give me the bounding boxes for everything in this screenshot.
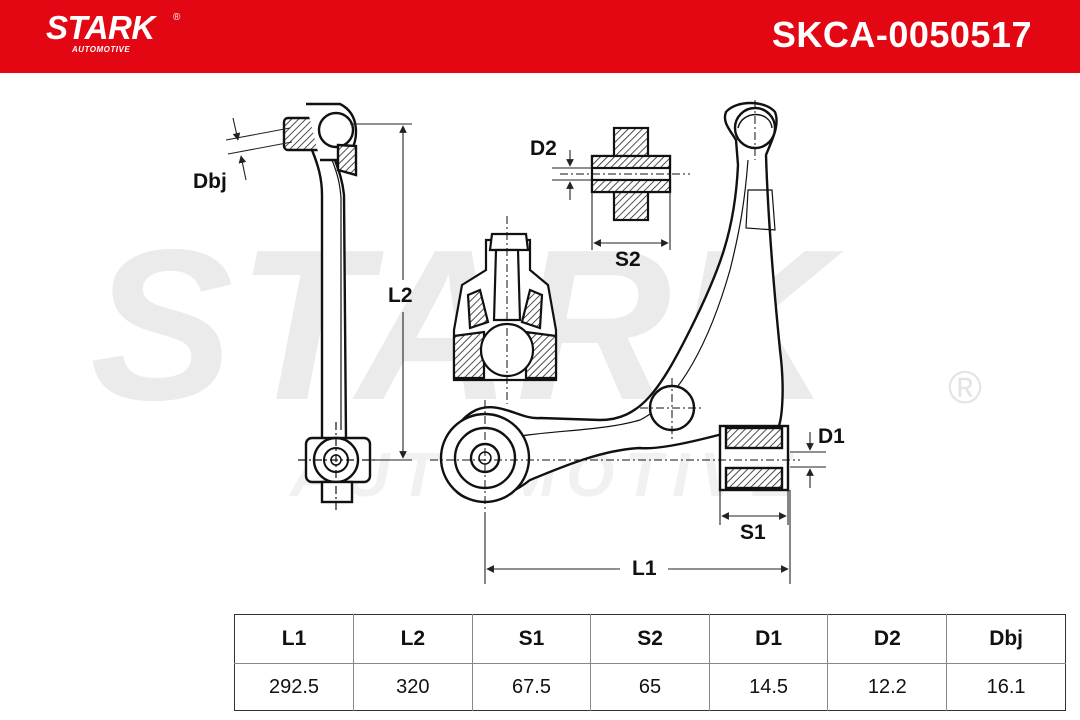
label-s1: S1 (740, 521, 766, 544)
header-d1: D1 (709, 614, 829, 664)
dimensions-table: L1 L2 S1 S2 D1 D2 Dbj 292.5 320 67.5 65 … (234, 614, 1066, 711)
ball-joint-section (452, 216, 558, 404)
value-l1: 292.5 (234, 663, 355, 711)
watermark-registered-mark: ® (948, 361, 982, 413)
header-l1: L1 (234, 614, 355, 664)
label-l1: L1 (632, 557, 657, 580)
header-s1: S1 (472, 614, 592, 664)
value-s2: 65 (590, 663, 710, 711)
value-l2: 320 (353, 663, 473, 711)
label-s2: S2 (615, 248, 641, 271)
side-view-arm (282, 102, 376, 512)
label-l2: L2 (388, 284, 413, 307)
table-header-row: L1 L2 S1 S2 D1 D2 Dbj (234, 614, 1066, 664)
dimension-l1 (484, 490, 791, 584)
dimension-l2 (350, 123, 412, 461)
logo-subtext: AUTOMOTIVE (72, 45, 131, 54)
header-bar: STARK ® AUTOMOTIVE SKCA-0050517 (0, 0, 1080, 73)
dimension-s1 (719, 490, 789, 525)
header-d2: D2 (827, 614, 948, 664)
header-s2: S2 (590, 614, 710, 664)
value-dbj: 16.1 (986, 675, 1026, 698)
stark-logo: STARK ® AUTOMOTIVE (46, 8, 206, 64)
header-dbj: Dbj (946, 614, 1066, 664)
value-s1: 67.5 (472, 663, 592, 711)
control-arm-top-view (430, 100, 800, 520)
dimension-d2 (552, 150, 592, 200)
label-dbj: Dbj (193, 170, 227, 193)
label-d1: D1 (818, 425, 845, 448)
table-row: 292.5 320 67.5 65 14.5 12.2 16.1 (234, 663, 1066, 711)
header-l2: L2 (353, 614, 473, 664)
part-number: SKCA-0050517 (771, 14, 1032, 55)
dimension-dbj (225, 117, 293, 181)
logo-registered-mark: ® (173, 12, 181, 23)
label-d2: D2 (530, 137, 557, 160)
bushing-section-s2 (560, 126, 690, 222)
dimension-s2 (591, 192, 671, 250)
logo-text: STARK (46, 9, 155, 46)
value-d1: 14.5 (709, 663, 829, 711)
dimension-d1 (790, 432, 826, 488)
value-d2: 12.2 (827, 663, 948, 711)
